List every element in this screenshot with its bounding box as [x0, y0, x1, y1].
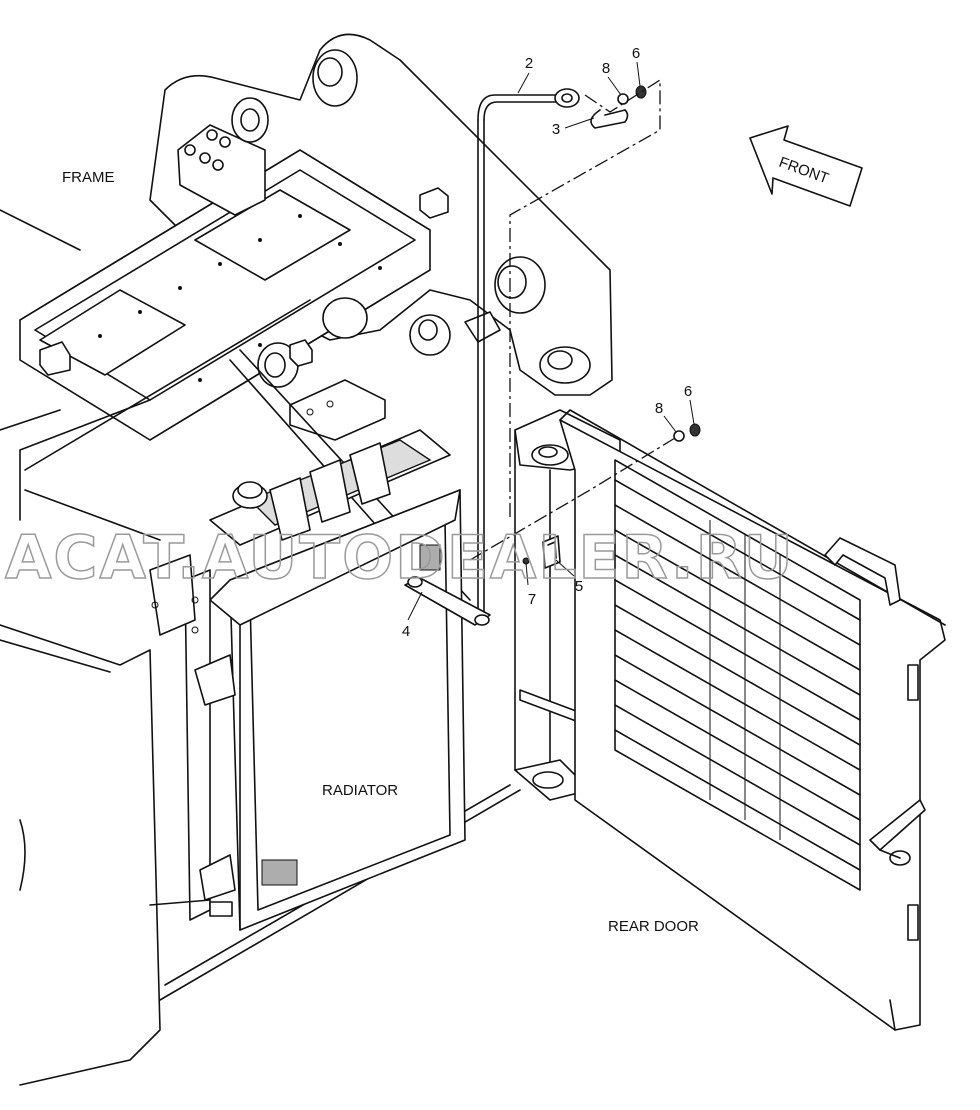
callout-6-lower: 6 — [684, 383, 692, 400]
pin-and-nuts-top — [590, 85, 647, 129]
rear-door: REAR DOOR — [514, 409, 946, 1031]
top-dashed-leaders — [509, 78, 661, 520]
callout-2: 2 — [525, 55, 533, 72]
frame-bushings — [231, 49, 591, 388]
callout-4: 4 — [402, 623, 410, 640]
callouts: 2 8 6 3 8 6 4 5 7 — [402, 45, 695, 640]
radiator-fins — [269, 442, 391, 541]
frame-assembly: FRAME — [0, 33, 613, 621]
radiator-assembly: RADIATOR — [149, 429, 466, 931]
radiator-label: RADIATOR — [322, 782, 398, 799]
rear-door-label: REAR DOOR — [608, 918, 699, 935]
callout-6-top: 6 — [632, 45, 640, 62]
rear-door-grille — [614, 479, 861, 871]
front-arrow: FRONT — [749, 125, 863, 207]
lower-dashed-leaders — [469, 437, 676, 561]
watermark: ACAT.AUTODEALER.RU — [5, 523, 795, 593]
callout-7: 7 — [528, 591, 536, 608]
callout-5: 5 — [575, 578, 583, 595]
callout-8-top: 8 — [602, 60, 610, 77]
stay-rod — [404, 88, 580, 626]
callout-8-lower: 8 — [655, 400, 663, 417]
callout-3: 3 — [552, 121, 560, 138]
clip-and-screw — [522, 423, 701, 586]
frame-label: FRAME — [62, 169, 115, 186]
